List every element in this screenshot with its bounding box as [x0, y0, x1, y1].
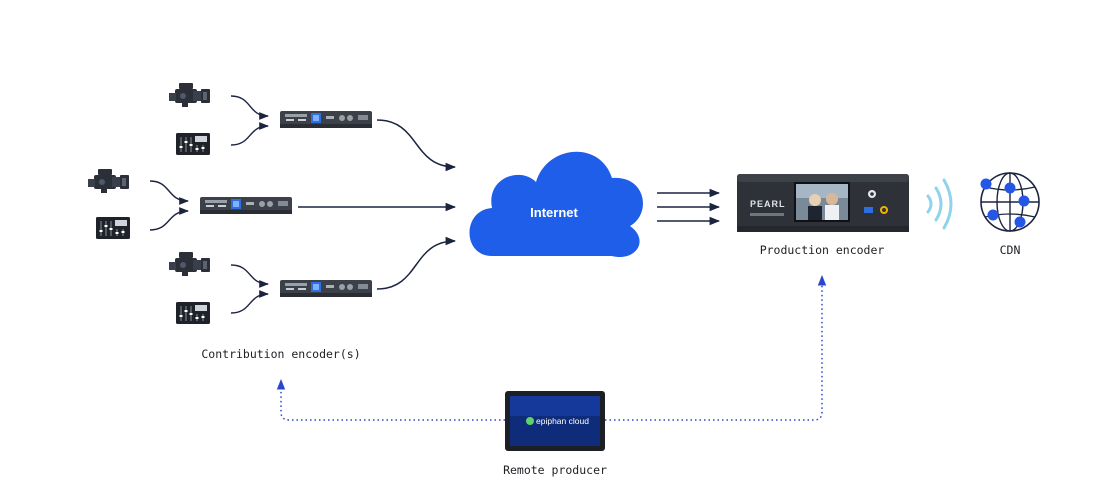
- epiphan-cloud-logo: epiphan cloud: [536, 416, 589, 426]
- camera-icon: [169, 252, 210, 276]
- source-connectors: [149, 95, 269, 314]
- production-encoder-device: PEARL: [737, 174, 909, 232]
- tablet-icon: epiphan cloud: [505, 391, 605, 451]
- internet-to-production-lines: [657, 188, 721, 226]
- internet-label: Internet: [530, 205, 578, 220]
- wifi-signal-icon: [926, 178, 953, 230]
- camera-icon: [88, 169, 129, 193]
- cloud-icon: [469, 151, 643, 258]
- encoder-to-internet-lines: [298, 119, 457, 290]
- audio-mixer-icon: [175, 301, 211, 325]
- contribution-encoders-label: Contribution encoder(s): [201, 347, 360, 361]
- camera-icon: [169, 83, 210, 107]
- remote-producer-label: Remote producer: [503, 463, 607, 477]
- audio-mixer-icon: [175, 132, 211, 156]
- globe-icon: [980, 172, 1040, 232]
- contribution-encoder-icon: [280, 280, 372, 297]
- pearl-logo: PEARL: [750, 199, 786, 209]
- contribution-encoder-icon: [280, 111, 372, 128]
- production-encoder-label: Production encoder: [760, 243, 885, 257]
- remote-control-lines: [276, 274, 827, 421]
- cdn-label: CDN: [1000, 243, 1021, 257]
- audio-mixer-icon: [95, 216, 131, 240]
- contribution-encoder-icon: [200, 197, 292, 214]
